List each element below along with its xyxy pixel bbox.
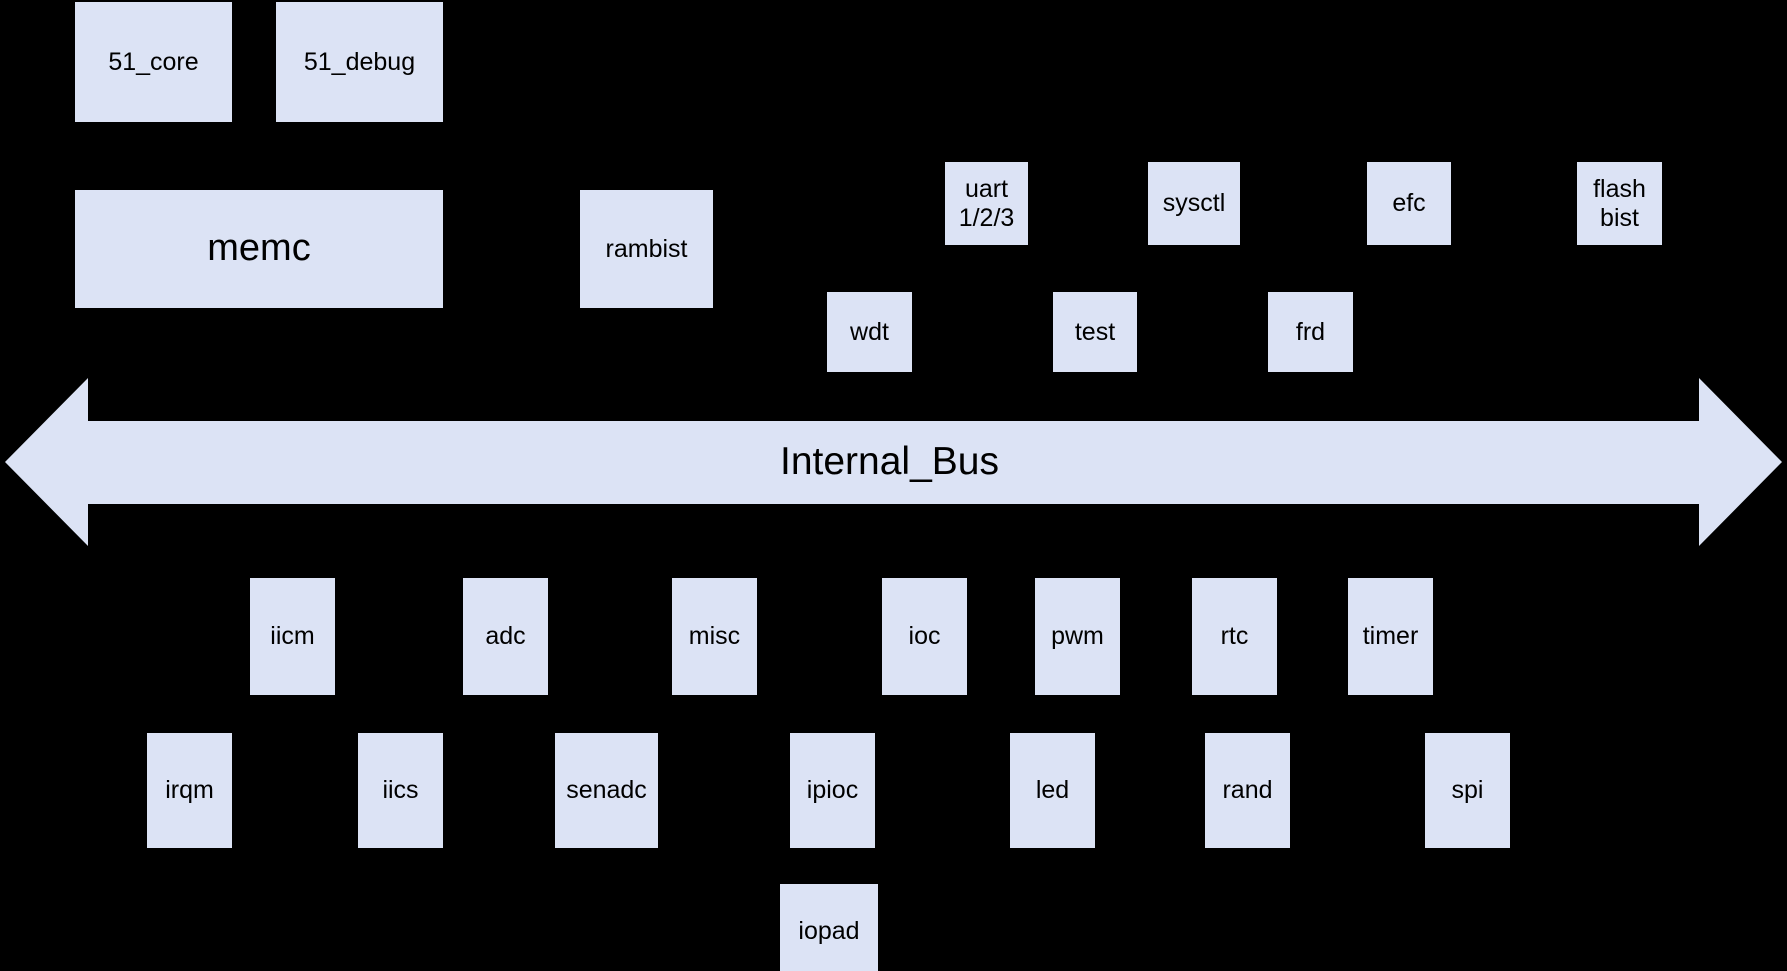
block-rtc[interactable]: rtc	[1192, 578, 1277, 695]
block-efc[interactable]: efc	[1367, 162, 1451, 245]
block-rambist[interactable]: rambist	[580, 190, 713, 308]
block-ioc[interactable]: ioc	[882, 578, 967, 695]
block-sysctl[interactable]: sysctl	[1148, 162, 1240, 245]
block-iopad[interactable]: iopad	[780, 884, 878, 971]
block-timer[interactable]: timer	[1348, 578, 1433, 695]
bidirectional-arrow-shape	[5, 378, 1782, 546]
block-led[interactable]: led	[1010, 733, 1095, 848]
block-51-core[interactable]: 51_core	[75, 2, 232, 122]
block-rand[interactable]: rand	[1205, 733, 1290, 848]
block-irqm[interactable]: irqm	[147, 733, 232, 848]
block-wdt[interactable]: wdt	[827, 292, 912, 372]
internal-bus-arrow	[0, 376, 1787, 548]
block-iicm[interactable]: iicm	[250, 578, 335, 695]
block-uart-1-2-3[interactable]: uart 1/2/3	[945, 162, 1028, 245]
block-pwm[interactable]: pwm	[1035, 578, 1120, 695]
block-51-debug[interactable]: 51_debug	[276, 2, 443, 122]
block-memc[interactable]: memc	[75, 190, 443, 308]
block-senadc[interactable]: senadc	[555, 733, 658, 848]
block-test[interactable]: test	[1053, 292, 1137, 372]
block-iics[interactable]: iics	[358, 733, 443, 848]
block-flash-bist[interactable]: flash bist	[1577, 162, 1662, 245]
block-frd[interactable]: frd	[1268, 292, 1353, 372]
block-spi[interactable]: spi	[1425, 733, 1510, 848]
block-adc[interactable]: adc	[463, 578, 548, 695]
block-misc[interactable]: misc	[672, 578, 757, 695]
block-ipioc[interactable]: ipioc	[790, 733, 875, 848]
